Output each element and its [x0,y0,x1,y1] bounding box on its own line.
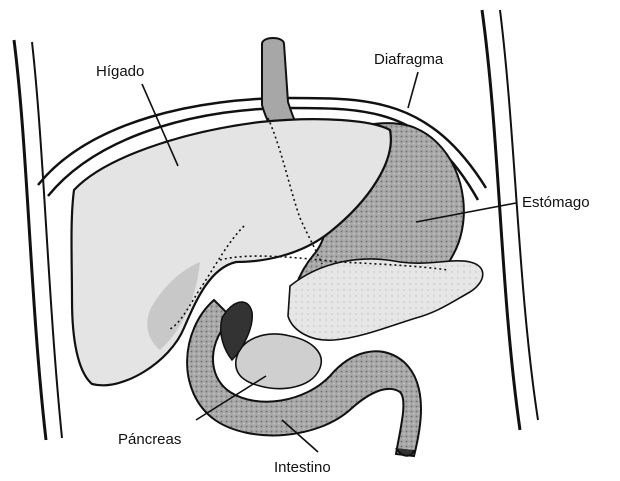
label-pancreas: Páncreas [118,431,181,448]
leader-diaphragm [408,72,418,108]
right-body-wall [482,10,520,430]
label-liver: Hígado [96,63,144,80]
omentum [288,259,483,340]
left-body-wall [14,40,46,440]
pancreas [236,334,322,388]
right-body-wall-inner [500,10,538,420]
label-intestine: Intestino [274,459,331,476]
label-diaphragm: Diafragma [374,51,444,68]
label-stomach: Estómago [522,194,590,211]
left-body-wall-inner [32,42,62,438]
